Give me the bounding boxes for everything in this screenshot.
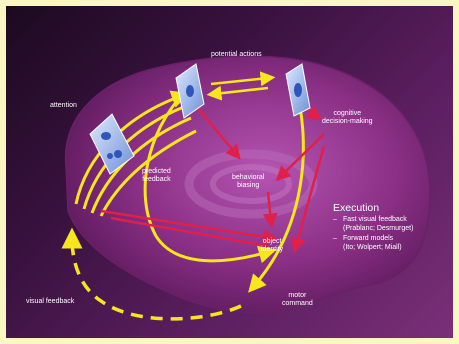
predicted-feedback-loop (143, 89, 277, 264)
bullet-text: Forward models (Ito; Wolpert; Miall) (343, 235, 402, 251)
inner-structure-inner (210, 164, 292, 204)
action-panel-right (285, 63, 311, 117)
execution-heading: Execution (333, 202, 380, 214)
brain-diagram (61, 55, 431, 321)
diagram-slide: potential actions attention cognitive de… (6, 6, 453, 338)
label-motor-command: motor command (282, 292, 313, 307)
execution-textbox: Execution – Fast visual feedback (Prabla… (333, 202, 451, 252)
attention-panel (89, 113, 135, 175)
bullet-dash: – (333, 235, 337, 242)
bullet-dash: – (333, 216, 337, 223)
label-object-identity: object identity (261, 238, 284, 253)
action-panel-left (175, 63, 205, 119)
execution-bullet: – Fast visual feedback (Prablanc; Desmur… (333, 216, 451, 233)
label-attention: attention (50, 102, 77, 109)
execution-bullet: – Forward models (Ito; Wolpert; Miall) (333, 235, 451, 252)
label-potential-actions: potential actions (211, 51, 262, 58)
red-connections (100, 99, 326, 254)
label-behavioral-biasing: behavioral biasing (232, 174, 265, 189)
label-predicted-feedback: predicted feedback (142, 168, 171, 183)
visual-feedback-arrow (61, 227, 242, 321)
label-visual-feedback: visual feedback (26, 298, 75, 305)
bullet-text: Fast visual feedback (Prablanc; Desmurge… (343, 216, 414, 232)
label-cognitive: cognitive decision-making (322, 110, 373, 125)
potential-actions-arrows (206, 71, 276, 101)
